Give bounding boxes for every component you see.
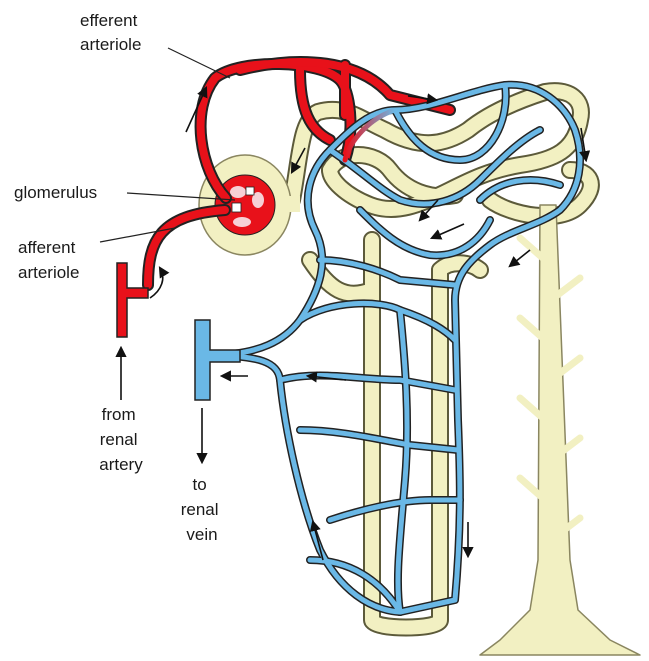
label-to-renal-vein: to renal vein: [181, 475, 224, 544]
arrow-right-left: [510, 250, 530, 266]
label-afferent: afferent arteriole: [18, 238, 80, 282]
label-glomerulus: glomerulus: [14, 183, 97, 202]
label-efferent: efferent arteriole: [80, 11, 142, 54]
collecting-duct: [480, 205, 640, 655]
label-from-renal-artery: from renal artery: [99, 405, 143, 474]
leader-efferent: [168, 48, 230, 78]
arrow-middle-left: [432, 224, 464, 238]
renal-vein-stub: [195, 320, 240, 400]
